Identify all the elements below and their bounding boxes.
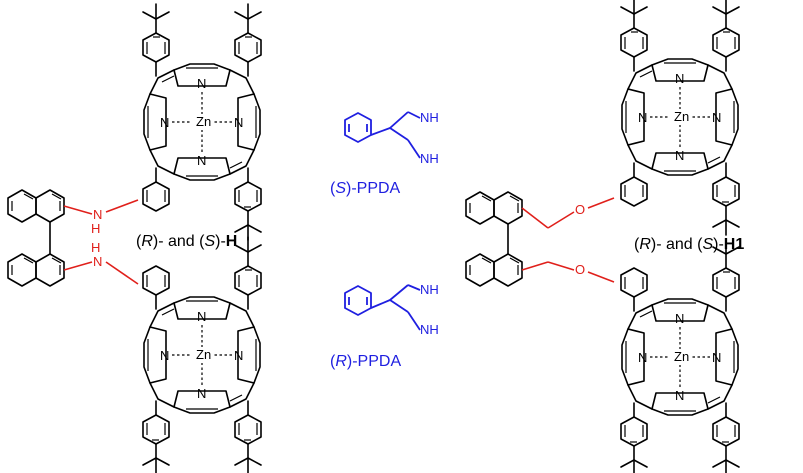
n-atom: N [712,350,721,365]
n-atom: N [675,311,684,326]
ether-linkers: O O [521,197,615,283]
r-ppda-structure: NH NH (R)-PPDA [330,282,439,370]
lower-porphyrin-h: Zn N N N N [142,236,262,473]
linker-n-atom: N [93,207,102,222]
n-atom: N [638,110,647,125]
nh2-group: NH [420,110,439,125]
zn-atom: Zn [674,109,689,124]
n-atom: N [234,348,243,363]
s-ppda-structure: NH NH (S)-PPDA [330,110,439,197]
n-atom: N [638,350,647,365]
n-atom: N [197,309,206,324]
n-atom: N [675,71,684,86]
n-atom: N [197,153,206,168]
linker-n-atom: N [93,254,102,269]
nh-linkers: N H N H [63,199,139,285]
compound-h1-structure: Zn N N N N Zn N N N N [465,0,744,473]
n-atom: N [712,110,721,125]
nh2-group: NH [420,151,439,166]
linker-h-atom: H [91,240,100,255]
n-atom: N [675,388,684,403]
n-atom: N [234,115,243,130]
n-atom: N [197,386,206,401]
upper-porphyrin-h1: Zn N N N N [620,0,740,236]
lower-porphyrin-h1: Zn N N N N [620,238,740,473]
r-ppda-label: (R)-PPDA [330,353,401,370]
n-atom: N [160,348,169,363]
compound-h1-label: (R)- and (S)-H1 [634,236,744,253]
nh2-group: NH [420,322,439,337]
binaphthyl-h1 [465,191,523,287]
zn-atom: Zn [674,349,689,364]
zn-atom: Zn [196,114,211,129]
n-atom: N [675,148,684,163]
s-ppda-label: (S)-PPDA [330,180,401,197]
nh2-group: NH [420,282,439,297]
linker-h-atom: H [91,221,100,236]
n-atom: N [160,115,169,130]
compound-h-structure: Zn N N N N Zn N N N N [7,3,262,473]
compound-h-label: (R)- and (S)-H [136,233,237,250]
upper-porphyrin-h: Zn N N N N [142,3,262,241]
ether-o-atom: O [575,262,585,277]
zn-atom: Zn [196,347,211,362]
binaphthyl-h [7,189,65,287]
ether-o-atom: O [575,202,585,217]
n-atom: N [197,76,206,91]
